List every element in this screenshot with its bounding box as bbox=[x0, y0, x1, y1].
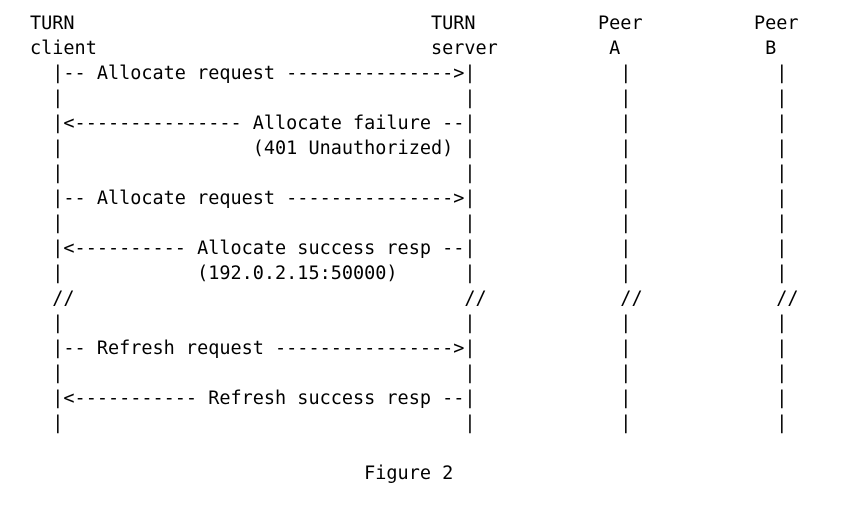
diagram-line-header-1: TURN TURN Peer Peer bbox=[30, 13, 799, 34]
diagram-line-failure-detail: | (401 Unauthorized) | | | bbox=[30, 138, 788, 159]
diagram-line-success-detail: | (192.0.2.15:50000) | | | bbox=[30, 263, 788, 284]
diagram-line-spacer: | | | | bbox=[30, 313, 788, 334]
diagram-line-allocate-failure: |<--------------- Allocate failure --| |… bbox=[30, 113, 788, 134]
figure-caption: Figure 2 bbox=[30, 463, 454, 484]
diagram-line-spacer: | | | | bbox=[30, 213, 788, 234]
diagram-line-refresh-request: |-- Refresh request ---------------->| |… bbox=[30, 338, 788, 359]
diagram-line-allocate-request-1: |-- Allocate request --------------->| |… bbox=[30, 63, 788, 84]
sequence-diagram: TURN TURN Peer Peer client server A B |--… bbox=[30, 11, 799, 486]
diagram-line-refresh-success: |<----------- Refresh success resp --| |… bbox=[30, 388, 788, 409]
diagram-line-allocate-success: |<---------- Allocate success resp --| |… bbox=[30, 238, 788, 259]
diagram-line-spacer: | | | | bbox=[30, 413, 788, 434]
diagram-line-time-break: // // // // bbox=[30, 288, 799, 309]
diagram-line-spacer: | | | | bbox=[30, 363, 788, 384]
diagram-line-header-2: client server A B bbox=[30, 38, 777, 59]
diagram-line-spacer: | | | | bbox=[30, 163, 788, 184]
diagram-line-spacer: | | | | bbox=[30, 88, 788, 109]
diagram-line-blank bbox=[30, 436, 799, 461]
diagram-line-allocate-request-2: |-- Allocate request --------------->| |… bbox=[30, 188, 788, 209]
